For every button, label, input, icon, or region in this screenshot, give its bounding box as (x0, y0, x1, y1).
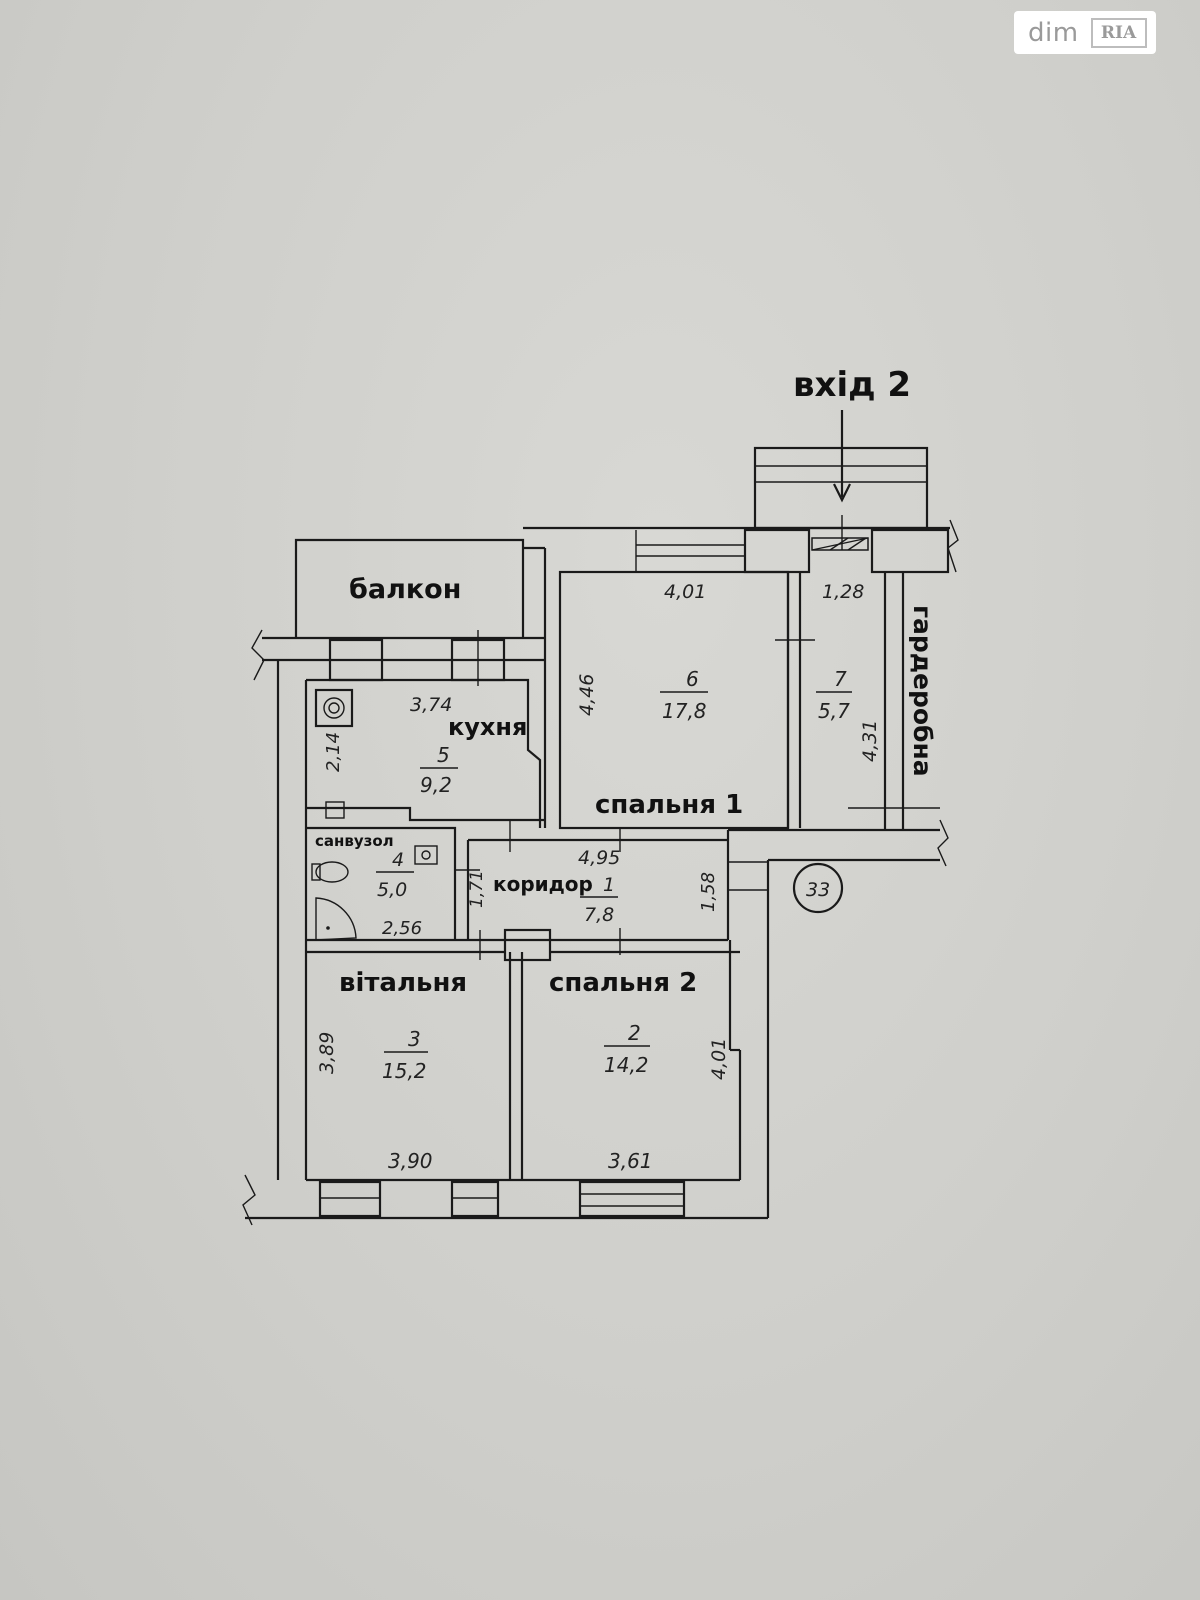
dim-bedroom2-width: 3,61 (608, 1149, 653, 1173)
dim-bedroom2-depth: 4,01 (708, 1038, 730, 1080)
interior-walls (306, 548, 815, 1180)
dim-kitchen-width: 3,74 (410, 694, 452, 716)
bathroom-label: санвузол (315, 832, 394, 850)
bedroom1-label: спальня 1 (595, 790, 743, 820)
living-area: 15,2 (382, 1059, 427, 1083)
washbasin-icon (414, 845, 438, 865)
stove-icon (314, 688, 354, 728)
sink-icon (325, 801, 345, 819)
dim-living-depth: 3,89 (316, 1032, 338, 1074)
kitchen-area: 9,2 (420, 773, 452, 797)
living-number: 3 (408, 1027, 421, 1051)
shower-icon (315, 897, 357, 941)
living-label: вітальня (339, 968, 467, 998)
wardrobe-area: 5,7 (818, 699, 850, 723)
bedroom2-area: 14,2 (604, 1053, 649, 1077)
bedroom2-label: спальня 2 (549, 968, 697, 998)
dim-wardrobe-width: 1,28 (822, 581, 864, 603)
corridor-label: коридор (493, 872, 593, 896)
kitchen-label: кухня (448, 713, 527, 741)
bedroom2-number: 2 (628, 1021, 641, 1045)
dim-wardrobe-depth: 4,31 (859, 720, 881, 762)
dim-living-width: 3,90 (388, 1149, 433, 1173)
entrance-arrow (833, 410, 851, 503)
toilet-icon (311, 861, 349, 883)
logo-badge: RIA (1090, 17, 1147, 48)
dim-ria-logo[interactable]: dim RIA (1014, 11, 1156, 54)
apartment-number-circle (792, 862, 844, 914)
bedroom1-area: 17,8 (662, 699, 707, 723)
bathroom-number: 4 (392, 849, 404, 871)
wardrobe-label: гардеробна (908, 605, 937, 777)
dim-bathroom-width: 2,56 (382, 918, 422, 939)
bathroom-area: 5,0 (377, 879, 407, 901)
dim-bedroom1-depth: 4,46 (576, 674, 598, 716)
wardrobe-number: 7 (834, 667, 847, 691)
dim-bedroom1-width: 4,01 (664, 581, 706, 603)
corridor-number: 1 (603, 874, 615, 896)
entrance-label: вхід 2 (793, 365, 911, 405)
balcony-label: балкон (349, 574, 461, 605)
dim-corridor-width-right: 1,58 (698, 872, 719, 912)
dim-corridor-width-left: 1,71 (467, 870, 487, 908)
bedroom1-number: 6 (686, 667, 699, 691)
kitchen-number: 5 (437, 743, 450, 767)
logo-text: dim (1028, 17, 1079, 48)
apartment-number: 33 (806, 879, 830, 901)
corridor-area: 7,8 (584, 904, 614, 926)
exterior-walls (242, 515, 959, 1226)
dim-kitchen-depth: 2,14 (323, 732, 344, 772)
dim-corridor-length: 4,95 (578, 847, 620, 869)
